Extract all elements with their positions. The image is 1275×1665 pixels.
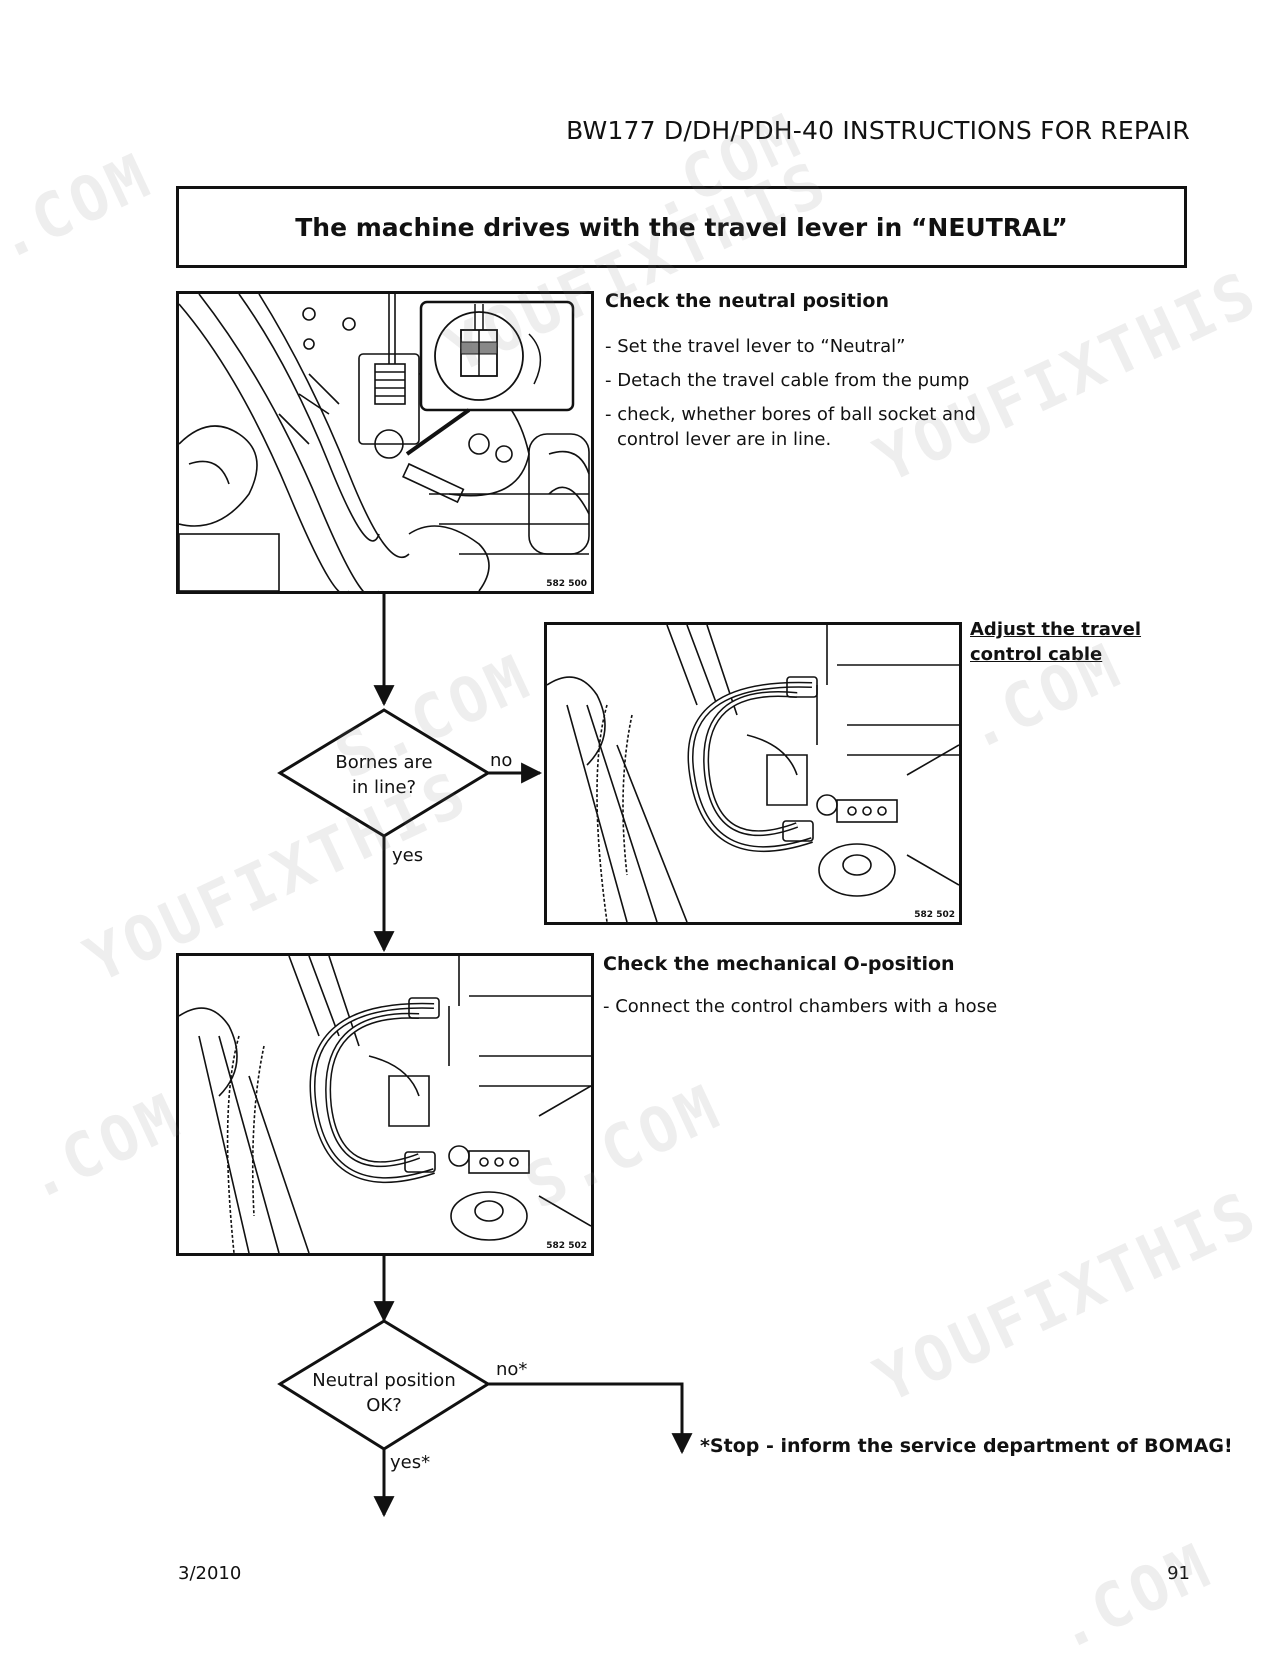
decision1-yes-label: yes	[392, 845, 424, 866]
step1-line-2: - Detach the travel cable from the pump	[605, 370, 970, 391]
adjust-heading-line1: Adjust the travel	[970, 619, 1142, 640]
connector-decision2-no	[488, 1382, 693, 1455]
decision2-line2: OK?	[366, 1395, 402, 1416]
figure-label: 582 502	[545, 1241, 588, 1251]
hydraulic-hose-illustration	[547, 625, 959, 922]
pump-linkage-illustration	[179, 294, 590, 591]
step2-line-1: - Connect the control chambers with a ho…	[603, 996, 998, 1017]
footer-page-number: 91	[1167, 1563, 1190, 1584]
decision2-yes-label: yes*	[390, 1452, 431, 1473]
section-title-box: The machine drives with the travel lever…	[176, 186, 1187, 268]
section-title: The machine drives with the travel lever…	[295, 212, 1068, 242]
figure-adjust-cable: 582 502	[544, 622, 962, 925]
decision1-diamond	[277, 708, 491, 838]
decision2-diamond	[277, 1319, 491, 1451]
figure-label: 582 502	[913, 910, 956, 920]
figure-mechanical-o-position: 582 502	[176, 953, 594, 1256]
detail-inset	[419, 300, 575, 412]
step1-line-3: - check, whether bores of ball socket an…	[605, 404, 976, 425]
decision1-no-label: no	[490, 750, 513, 771]
control-chamber-hose-illustration	[179, 956, 591, 1253]
figure-neutral-position: 582 500	[176, 291, 594, 594]
decision2-no-label: no*	[496, 1359, 528, 1380]
step1-line-1: - Set the travel lever to “Neutral”	[605, 336, 906, 357]
decision2-text: Neutral position OK?	[300, 1368, 468, 1418]
adjust-heading: Adjust the travel control cable	[970, 617, 1141, 667]
step1-line-4: control lever are in line.	[617, 429, 832, 450]
adjust-heading-line2: control cable	[970, 644, 1103, 665]
document-header-title: BW177 D/DH/PDH-40 INSTRUCTIONS FOR REPAI…	[566, 116, 1190, 145]
decision1-line2: in line?	[351, 777, 417, 798]
step2-heading: Check the mechanical O-position	[603, 953, 955, 975]
decision1-line1: Bornes are	[335, 752, 433, 773]
decision2-line1: Neutral position	[312, 1370, 456, 1391]
stop-note: *Stop - inform the service department of…	[700, 1435, 1233, 1457]
decision1-text: Bornes are in line?	[300, 750, 468, 800]
step1-heading: Check the neutral position	[605, 290, 889, 312]
footer-date: 3/2010	[178, 1563, 242, 1584]
figure-label: 582 500	[545, 579, 588, 589]
